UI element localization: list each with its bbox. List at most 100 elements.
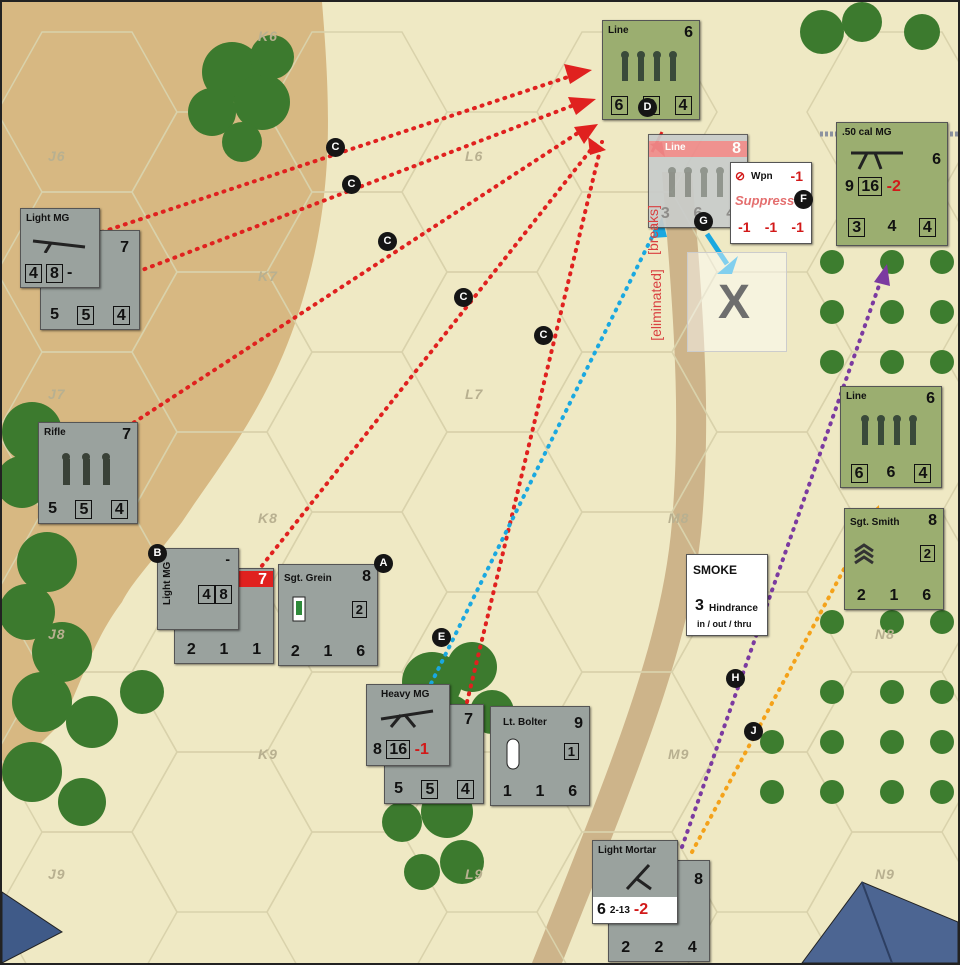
range: 6 bbox=[887, 464, 896, 483]
mortar-icon bbox=[619, 861, 659, 891]
command-range: 2 bbox=[352, 601, 367, 618]
command-range: 1 bbox=[564, 743, 579, 760]
building-se bbox=[802, 882, 958, 963]
firepower: 5 bbox=[48, 500, 57, 519]
unit-morale: 6 bbox=[926, 390, 935, 408]
movement: 4 bbox=[919, 218, 936, 237]
marker-d: D bbox=[638, 98, 657, 117]
wpn-label: Wpn bbox=[751, 171, 773, 182]
firepower: 1 bbox=[503, 783, 512, 801]
unit-morale: 7 bbox=[258, 571, 267, 589]
machine-gun-icon bbox=[847, 143, 907, 171]
range: 5 bbox=[421, 780, 438, 799]
unit-morale: 8 bbox=[362, 568, 371, 586]
rank-chevrons-icon bbox=[853, 543, 875, 567]
hex-label: J7 bbox=[48, 386, 66, 402]
hex-label: M9 bbox=[668, 746, 689, 762]
firepower: 5 bbox=[50, 306, 59, 325]
heavy-mg-counter[interactable]: Heavy MG 8 16 -1 bbox=[366, 684, 450, 766]
unit-morale: 6 bbox=[684, 24, 693, 42]
movement: 4 bbox=[113, 306, 130, 325]
unit-name: Lt. Bolter bbox=[503, 717, 547, 728]
range: 1 bbox=[324, 643, 333, 661]
unit-morale: 6 bbox=[932, 151, 941, 169]
unit-name: Light MG bbox=[26, 213, 69, 224]
hex-label: L7 bbox=[465, 386, 483, 402]
range: 5 bbox=[75, 500, 92, 519]
hex-label: J8 bbox=[48, 626, 66, 642]
movement: 6 bbox=[922, 587, 931, 605]
movement: 6 bbox=[568, 783, 577, 801]
hex-label: K8 bbox=[258, 510, 278, 526]
mg-range: 16 bbox=[386, 740, 410, 759]
mg-range: 8 bbox=[215, 585, 232, 604]
marker-c: C bbox=[454, 288, 473, 307]
unit-morale: 7 bbox=[120, 239, 129, 257]
unit-morale: 8 bbox=[928, 512, 937, 530]
hex-label: K7 bbox=[258, 268, 278, 284]
hex-label: J9 bbox=[48, 866, 66, 882]
mg-range: 8 bbox=[46, 264, 63, 283]
mod: -1 bbox=[738, 219, 750, 235]
firepower: 2 bbox=[621, 939, 630, 957]
range: 1 bbox=[220, 641, 229, 659]
hindrance-sub: in / out / thru bbox=[697, 619, 752, 629]
range: 1 bbox=[890, 587, 899, 605]
soldiers-icon bbox=[616, 51, 686, 87]
mg-mod: -2 bbox=[887, 178, 901, 195]
hex-label: L9 bbox=[465, 866, 483, 882]
hex-label: J6 bbox=[48, 148, 66, 164]
unit-name: .50 cal MG bbox=[842, 127, 891, 138]
marker-c: C bbox=[326, 138, 345, 157]
marker-h: H bbox=[726, 669, 745, 688]
lt-bolter-counter[interactable]: Lt. Bolter 9 1 1 1 6 bbox=[490, 706, 590, 806]
mod: -1 bbox=[791, 219, 803, 235]
light-mortar-counter[interactable]: Light Mortar 6 2-13 -2 bbox=[592, 840, 678, 924]
marker-b: B bbox=[148, 544, 167, 563]
movement: 4 bbox=[457, 780, 474, 799]
marker-a: A bbox=[374, 554, 393, 573]
building-sw bbox=[2, 892, 62, 963]
unit-morale: 8 bbox=[732, 140, 741, 158]
movement: 1 bbox=[252, 641, 261, 659]
breaks-text: [breaks] bbox=[645, 205, 661, 255]
eliminated-x: X bbox=[718, 275, 750, 330]
smoke-marker[interactable]: SMOKE 3 Hindrance in / out / thru bbox=[686, 554, 768, 636]
soldiers-icon bbox=[53, 453, 123, 489]
movement: 4 bbox=[111, 500, 128, 519]
hex-label: N8 bbox=[875, 626, 895, 642]
suppress-label: Suppress bbox=[735, 193, 794, 208]
range: 2 bbox=[655, 939, 664, 957]
firepower: 3 bbox=[661, 205, 670, 223]
unit-name: Line bbox=[846, 391, 867, 402]
hindrance-label: Hindrance bbox=[709, 603, 758, 614]
unit-morale: 9 bbox=[574, 715, 583, 733]
wpn-value: -1 bbox=[791, 168, 803, 184]
movement: 4 bbox=[675, 96, 692, 115]
eliminated-text: [eliminated] bbox=[648, 269, 664, 341]
hex-label: L6 bbox=[465, 148, 483, 164]
machine-gun-icon bbox=[377, 705, 437, 729]
marker-c: C bbox=[534, 326, 553, 345]
fire-line-e bbox=[417, 227, 657, 712]
mg-range: 16 bbox=[858, 177, 882, 196]
fire-line-c5 bbox=[467, 142, 602, 702]
unit-name: Line bbox=[665, 142, 686, 153]
smoke-value: 3 bbox=[695, 597, 704, 615]
range: 1 bbox=[536, 783, 545, 801]
marker-g: G bbox=[694, 212, 713, 231]
unit-name: Light MG bbox=[162, 562, 173, 605]
soldiers-icon bbox=[663, 167, 733, 203]
hex-label: N9 bbox=[875, 866, 895, 882]
hex-label: M8 bbox=[668, 510, 689, 526]
mortar-range: 2-13 bbox=[610, 905, 630, 916]
